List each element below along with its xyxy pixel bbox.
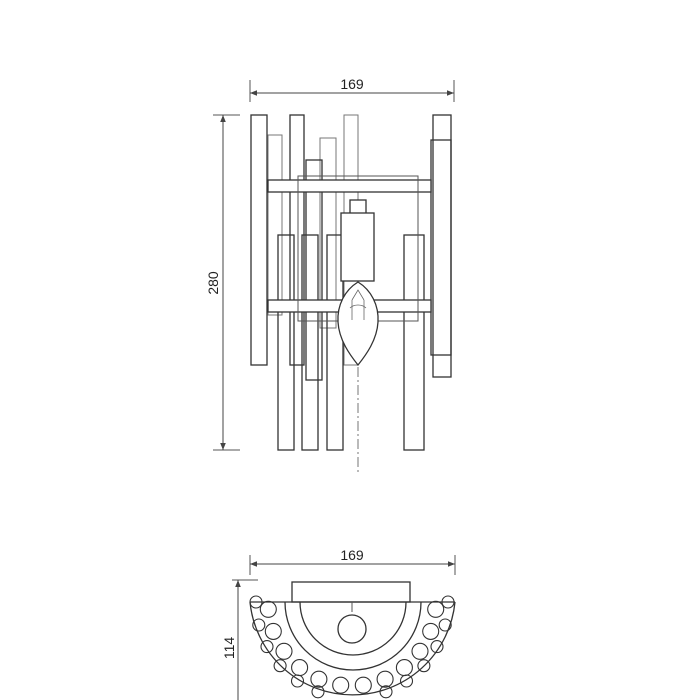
top-width-label: 169: [340, 547, 364, 563]
right-back-plate: [432, 114, 452, 378]
front-width-label: 169: [340, 76, 364, 92]
left-back-plate: [250, 114, 268, 366]
top-depth-dimension: 114: [221, 579, 258, 700]
crystal-bead: [354, 676, 372, 694]
crystal-bead: [273, 659, 287, 673]
crystal-bead: [332, 676, 350, 694]
front-view: 169 280: [205, 76, 455, 475]
top-width-dimension: 169: [249, 547, 456, 575]
crystal-bead: [417, 659, 431, 673]
crystal-bead: [395, 659, 413, 677]
lamp-socket-circle: [337, 614, 367, 644]
crystal-bead: [291, 659, 309, 677]
crystal-bead: [441, 595, 455, 609]
crystal-bead: [399, 674, 414, 688]
front-width-dimension: 169: [249, 76, 455, 102]
crystal-bead: [311, 685, 325, 699]
outer-ring: [249, 601, 456, 696]
inner-ring: [284, 601, 422, 671]
crystal-bead: [264, 622, 282, 640]
front-height-dimension: 280: [205, 114, 240, 451]
crystal-bead: [252, 618, 266, 632]
crystal-bead: [427, 600, 445, 618]
crystal-bead: [275, 642, 293, 660]
crystal-bead: [422, 622, 440, 640]
mounting-plate: [291, 581, 411, 603]
crystal-bead: [249, 595, 263, 609]
crystal-bead: [376, 670, 394, 688]
crystal-bead: [310, 670, 328, 688]
front-height-label: 280: [205, 271, 221, 295]
inner-base: [299, 601, 407, 656]
upper-bracket-bar: [267, 179, 432, 193]
candle-bulb: [337, 281, 379, 367]
crystal-beads: [249, 595, 455, 699]
top-depth-label: 114: [221, 637, 237, 660]
crystal-bead: [438, 618, 452, 632]
front-crystal-rods: [277, 114, 425, 451]
crystal-bead: [430, 640, 444, 654]
top-view: 169 114: [221, 547, 456, 700]
right-back-plate-inner: [430, 139, 452, 356]
crystal-bead: [379, 685, 393, 699]
crystal-bead: [259, 600, 277, 618]
lamp-holder: [340, 199, 375, 282]
crystal-bead: [260, 640, 274, 654]
crystal-bead: [411, 642, 429, 660]
